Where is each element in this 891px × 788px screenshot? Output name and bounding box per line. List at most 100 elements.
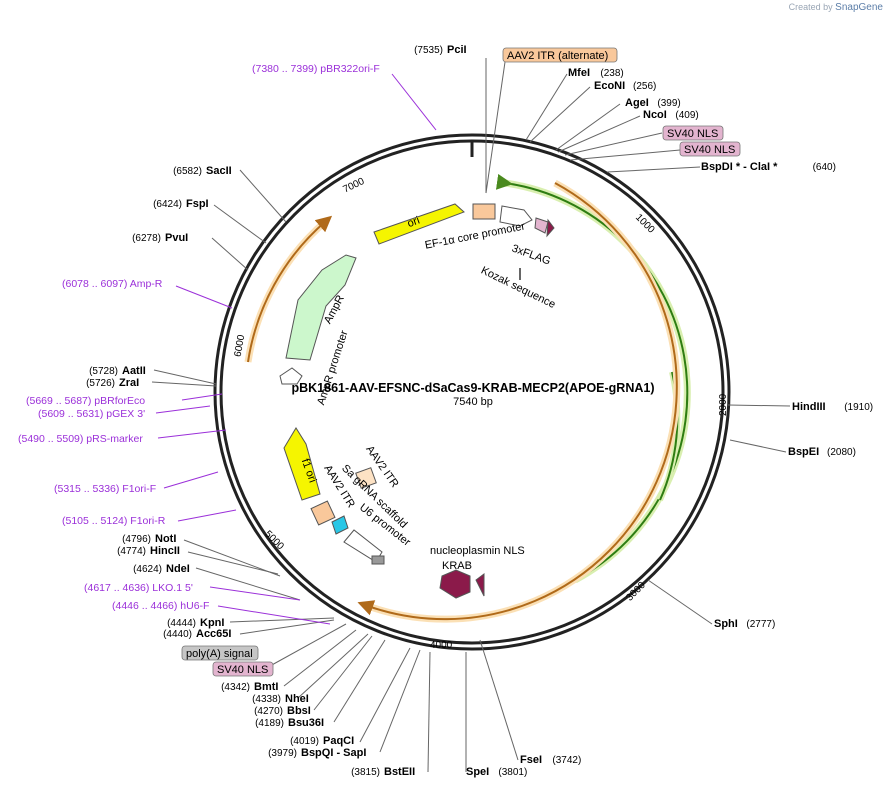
svg-text:poly(A) signal: poly(A) signal bbox=[186, 648, 253, 660]
site-paqci: (4019) PaqCI bbox=[290, 735, 354, 747]
site-ncoi: NcoI(409) bbox=[643, 109, 699, 121]
tick-4000: 4000 bbox=[430, 640, 453, 651]
svg-text:(4338): (4338) bbox=[252, 694, 281, 705]
svg-text:HindIII: HindIII bbox=[792, 401, 826, 413]
svg-text:PaqCI: PaqCI bbox=[323, 735, 354, 747]
site-ndei: (4624)NdeI bbox=[133, 563, 190, 575]
aav-itr-box-b bbox=[310, 500, 336, 526]
svg-text:Bsu36I: Bsu36I bbox=[288, 717, 324, 729]
svg-text:(4440): (4440) bbox=[163, 629, 192, 640]
site-noti: (4796)NotI bbox=[122, 533, 176, 545]
svg-text:(3815): (3815) bbox=[351, 767, 380, 778]
np-nls-label: nucleoplasmin NLS bbox=[430, 545, 525, 557]
site-bsu36i: (4189) Bsu36I bbox=[255, 717, 324, 729]
svg-text:(1910): (1910) bbox=[844, 402, 873, 413]
svg-text:MfeI: MfeI bbox=[568, 67, 590, 79]
feature-pill-sv40-nls: SV40 NLS bbox=[212, 661, 274, 677]
site-pvui: (6278) PvuI bbox=[132, 232, 188, 244]
svg-text:(3979): (3979) bbox=[268, 748, 297, 759]
primer-pgex-3-: (5609 .. 5631) pGEX 3' bbox=[38, 408, 145, 420]
kozak-label: Kozak sequence bbox=[479, 265, 557, 311]
primer-amp-r: (6078 .. 6097) Amp-R bbox=[62, 278, 163, 290]
svg-text:BspQI - SapI: BspQI - SapI bbox=[301, 747, 366, 759]
ef1a-arrow bbox=[499, 205, 533, 227]
svg-text:(6424): (6424) bbox=[153, 199, 182, 210]
krab-feature bbox=[439, 569, 471, 599]
svg-text:KpnI: KpnI bbox=[200, 617, 224, 629]
scaffold-arrow bbox=[331, 515, 349, 535]
flag-label: 3xFLAG bbox=[510, 243, 552, 268]
site-bmti: (4342)BmtI bbox=[221, 681, 278, 693]
primer-hu6-f: (4446 .. 4466) hU6-F bbox=[112, 600, 209, 612]
svg-text:ZraI: ZraI bbox=[119, 377, 139, 389]
svg-text:NdeI: NdeI bbox=[166, 563, 190, 575]
svg-text:NotI: NotI bbox=[155, 533, 176, 545]
svg-text:BspEI: BspEI bbox=[788, 446, 819, 458]
svg-text:NheI: NheI bbox=[285, 693, 309, 705]
ef1a-label: EF-1α core promoter bbox=[424, 220, 526, 251]
tick-7000: 7000 bbox=[341, 176, 366, 196]
svg-text:AatII: AatII bbox=[122, 365, 146, 377]
tick-1000: 1000 bbox=[633, 212, 657, 236]
primer-leader-lines bbox=[155, 73, 437, 625]
flag-shape-2 bbox=[546, 218, 555, 238]
ori-label: ori bbox=[406, 215, 422, 230]
site-spei: SpeI(3801) bbox=[466, 766, 527, 778]
svg-text:Acc65I: Acc65I bbox=[196, 628, 231, 640]
svg-text:HincII: HincII bbox=[150, 545, 180, 557]
svg-text:NcoI: NcoI bbox=[643, 109, 667, 121]
svg-text:SpeI: SpeI bbox=[466, 766, 489, 778]
site-mfei: MfeI(238) bbox=[568, 67, 624, 79]
svg-text:(256): (256) bbox=[633, 81, 656, 92]
site-bbsi: (4270)BbsI bbox=[254, 705, 311, 717]
svg-text:(5726): (5726) bbox=[86, 378, 115, 389]
feature-pill-sv40-nls: SV40 NLS bbox=[679, 141, 741, 157]
ampr-promoter bbox=[279, 367, 303, 385]
site-fspi: (6424) FspI bbox=[153, 198, 209, 210]
flag-shape bbox=[534, 217, 549, 234]
site-bsteii: (3815) BstEII bbox=[351, 766, 415, 778]
site-bspqi: (3979) BspQI - SapI bbox=[268, 747, 366, 759]
krab-label: KRAB bbox=[442, 560, 472, 572]
feature-pill-sv40-nls: SV40 NLS bbox=[662, 125, 724, 141]
svg-text:(5728): (5728) bbox=[89, 366, 118, 377]
svg-text:BstEII: BstEII bbox=[384, 766, 415, 778]
brand-created-by: Created by bbox=[788, 2, 833, 12]
np-nls-feature bbox=[475, 573, 485, 597]
snapgene-brand: Created by SnapGene bbox=[789, 2, 883, 13]
u6-promoter bbox=[343, 529, 383, 563]
svg-text:PvuI: PvuI bbox=[165, 232, 188, 244]
site-hindiii: HindIII (1910) bbox=[792, 401, 873, 413]
site-bspei: BspEI (2080) bbox=[788, 446, 856, 458]
primer-pbr322ori-f: (7380 .. 7399) pBR322ori-F bbox=[252, 63, 380, 75]
site-aatii: (5728) AatII bbox=[89, 365, 146, 377]
svg-text:(4444): (4444) bbox=[167, 618, 196, 629]
plasmid-length: 7540 bp bbox=[453, 396, 493, 408]
svg-text:(2777): (2777) bbox=[746, 619, 775, 630]
site-zrai: (5726) ZraI bbox=[86, 377, 139, 389]
feature-pill-aav2-itr-alternate-: AAV2 ITR (alternate) bbox=[502, 47, 618, 63]
site-pcii: (7535)PciI bbox=[414, 44, 466, 56]
svg-text:(7535): (7535) bbox=[414, 45, 443, 56]
primer-f1ori-f: (5315 .. 5336) F1ori-F bbox=[54, 483, 156, 495]
aav-itr-box-a bbox=[355, 467, 377, 489]
primer-lko-1-5-: (4617 .. 4636) LKO.1 5' bbox=[84, 582, 193, 594]
svg-text:(4189): (4189) bbox=[255, 718, 284, 729]
site-agei: AgeI(399) bbox=[625, 97, 681, 109]
svg-text:(4019): (4019) bbox=[290, 736, 319, 747]
site-fsei: FseI(3742) bbox=[520, 754, 581, 766]
svg-text:FspI: FspI bbox=[186, 198, 209, 210]
leader-lines bbox=[151, 58, 791, 773]
site-sphi: SphI(2777) bbox=[714, 618, 775, 630]
svg-text:(3742): (3742) bbox=[552, 755, 581, 766]
svg-text:SV40 NLS: SV40 NLS bbox=[684, 144, 735, 156]
svg-text:(2080): (2080) bbox=[827, 447, 856, 458]
svg-text:AgeI: AgeI bbox=[625, 97, 649, 109]
svg-text:(4270): (4270) bbox=[254, 706, 283, 717]
site-sacii: (6582)SacII bbox=[173, 165, 232, 177]
u6-bar bbox=[371, 555, 385, 565]
site-acc65i: (4440) Acc65I bbox=[163, 628, 231, 640]
plasmid-name: pBK1861-AAV-EFSNC-dSaCas9-KRAB-MECP2(APO… bbox=[291, 381, 654, 395]
svg-text:(6278): (6278) bbox=[132, 233, 161, 244]
